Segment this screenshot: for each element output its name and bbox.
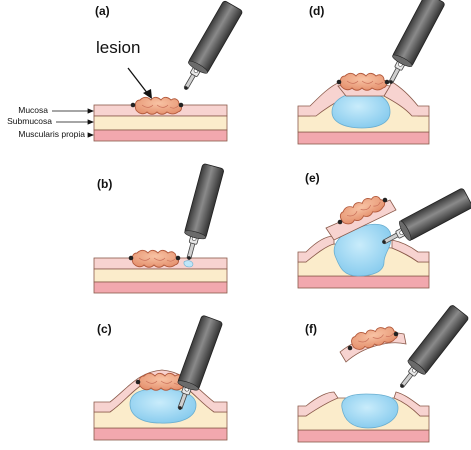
- marking-dot: [336, 79, 342, 85]
- muscularis-label: Muscularis propia: [18, 129, 85, 139]
- panel-label-d: (d): [309, 4, 324, 18]
- endoscope-b: [177, 162, 225, 264]
- panel-c: (c): [93, 314, 228, 441]
- layer-pointers: [52, 108, 95, 138]
- panel-label-c: (c): [97, 322, 112, 336]
- marking-dot: [135, 379, 141, 385]
- panel-label-e: (e): [305, 171, 320, 185]
- marking-dot: [347, 345, 353, 351]
- lesion-f: [349, 323, 400, 352]
- marking-dot: [130, 102, 136, 108]
- marking-dot: [393, 331, 399, 337]
- panel-label-b: (b): [97, 177, 112, 191]
- lesion-label: lesion: [96, 38, 140, 57]
- marking-dot: [384, 79, 390, 85]
- mucosa-label: Mucosa: [18, 105, 48, 115]
- submucosal-fluid-f: [341, 393, 399, 429]
- endoscope-e: [376, 187, 471, 254]
- endoscope-d: [379, 0, 446, 90]
- submucosa-label: Submucosa: [7, 116, 52, 126]
- panel-label-a: (a): [95, 4, 110, 18]
- endoscope-a: [175, 0, 244, 96]
- lesion-d: [339, 72, 387, 91]
- lesion-arrow: [127, 67, 152, 99]
- panel-b: (b): [93, 162, 228, 294]
- panel-e: (e): [297, 171, 471, 289]
- marking-dot: [178, 102, 184, 108]
- lesion-a: [134, 96, 182, 115]
- marking-dot: [337, 219, 343, 225]
- endoscope-f: [391, 303, 470, 395]
- lesion-b: [131, 249, 179, 268]
- panel-f: (f): [297, 303, 470, 443]
- panel-a: (a) lesion Mucosa Submucosa Muscularis p…: [7, 0, 244, 142]
- panel-label-f: (f): [305, 322, 317, 336]
- injection-fluid-small: [183, 260, 194, 268]
- panel-d: (d): [297, 0, 446, 145]
- marking-dot: [128, 255, 134, 261]
- marking-dot: [382, 197, 388, 203]
- marking-dot: [175, 255, 181, 261]
- submucosal-fluid-d: [331, 91, 391, 129]
